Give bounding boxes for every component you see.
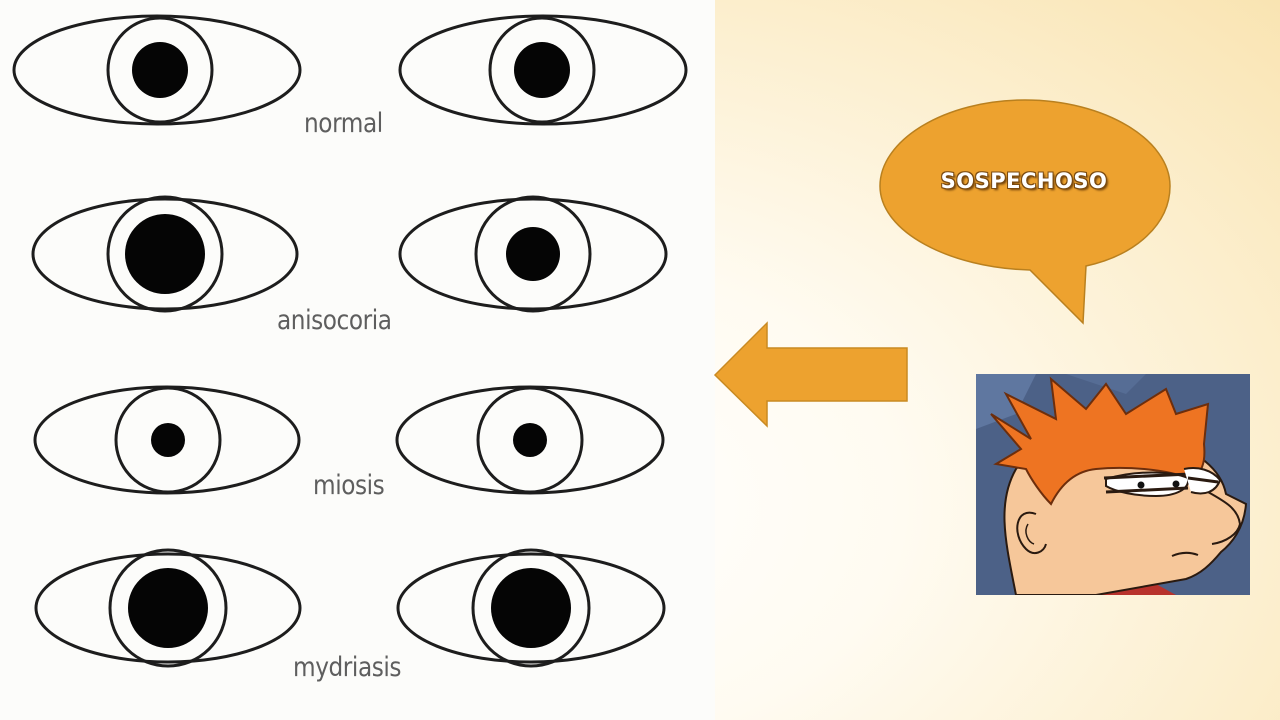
eye-anisocoria-right	[398, 195, 668, 313]
eye-miosis-right	[395, 385, 665, 495]
left-arrow-icon	[713, 321, 908, 428]
eye-normal-left	[12, 14, 302, 126]
eye-normal-right	[398, 14, 688, 126]
speech-bubble	[879, 99, 1171, 325]
eye-diagram-drawing	[12, 14, 688, 668]
eye-anisocoria-left	[31, 195, 299, 313]
label-miosis: miosis	[313, 470, 385, 501]
suspicious-face-icon	[976, 374, 1250, 595]
label-anisocoria: anisocoria	[277, 305, 392, 336]
label-normal: normal	[304, 108, 383, 139]
label-mydriasis: mydriasis	[293, 652, 402, 683]
eye-mydriasis-right	[396, 548, 666, 668]
pupil-diagram: normal anisocoria miosis mydriasis	[12, 14, 688, 683]
callout-text: SOSPECHOSO	[940, 169, 1108, 193]
speech-bubble-shape	[879, 99, 1171, 325]
eye-miosis-left	[33, 385, 301, 495]
eye-mydriasis-left	[34, 548, 302, 668]
